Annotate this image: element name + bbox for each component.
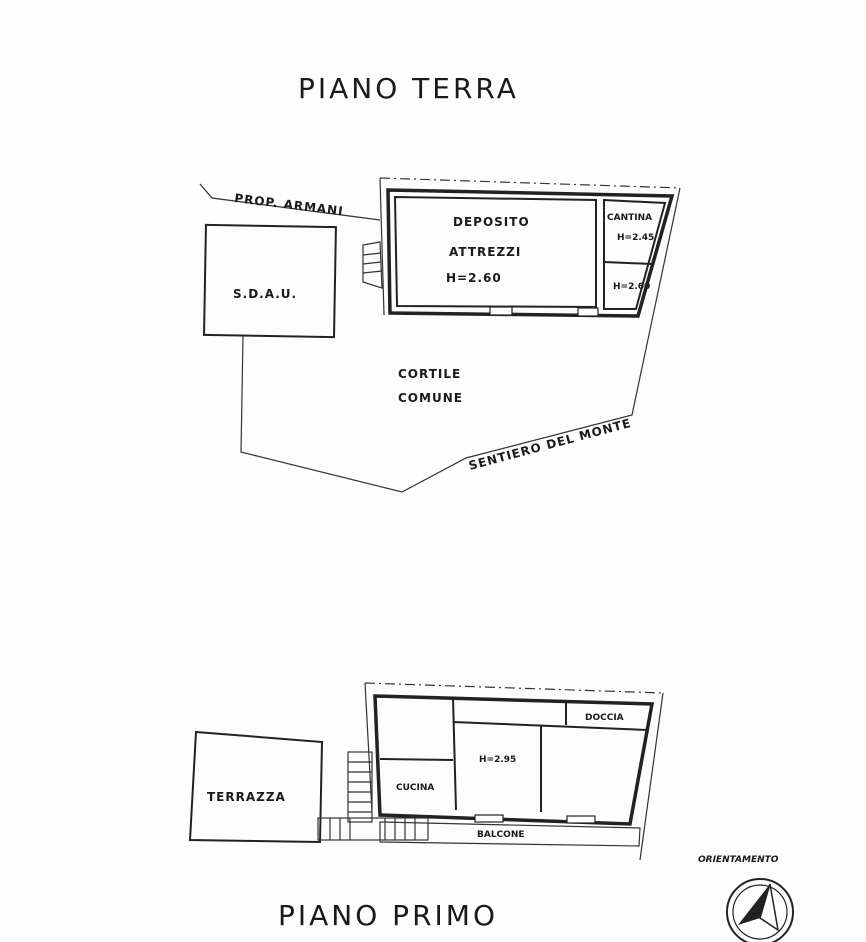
kitchen-label: CUCINA [396,783,434,793]
storage-label-1: DEPOSITO [453,215,530,229]
courtyard-label-1: CORTILE [398,367,461,381]
courtyard-label-2: COMUNE [398,391,463,405]
first-floor-stairs [317,751,429,841]
cellar-label: CANTINA [607,213,652,223]
first-floor-height: H=2.95 [479,755,516,765]
cellar-height: H=2.45 [617,233,654,243]
sdau-label: S.D.A.U. [233,287,297,301]
storage-label-2: ATTREZZI [449,245,521,259]
compass-icon [726,878,794,942]
balcony-label: BALCONE [477,830,525,840]
sdau-block [203,223,337,339]
ground-floor-site [199,177,681,493]
ground-floor-stairs [362,241,383,289]
orientation-label: ORIENTAMENTO [698,855,779,865]
cellar2-height: H=2.60 [613,282,650,292]
terrace-label: TERRAZZA [207,790,286,804]
storage-height: H=2.60 [446,271,502,285]
first-floor-site [188,682,664,861]
terrace-block [188,730,324,844]
ground-floor-title: PIANO TERRA [298,72,519,105]
shower-label: DOCCIA [585,713,624,723]
neighbor-label: PROP. ARMANI [234,191,345,218]
ground-floor-building [362,188,675,318]
path-label: SENTIERO DEL MONTE [467,416,633,473]
first-floor-title: PIANO PRIMO [278,899,498,932]
first-floor-building [317,694,655,847]
